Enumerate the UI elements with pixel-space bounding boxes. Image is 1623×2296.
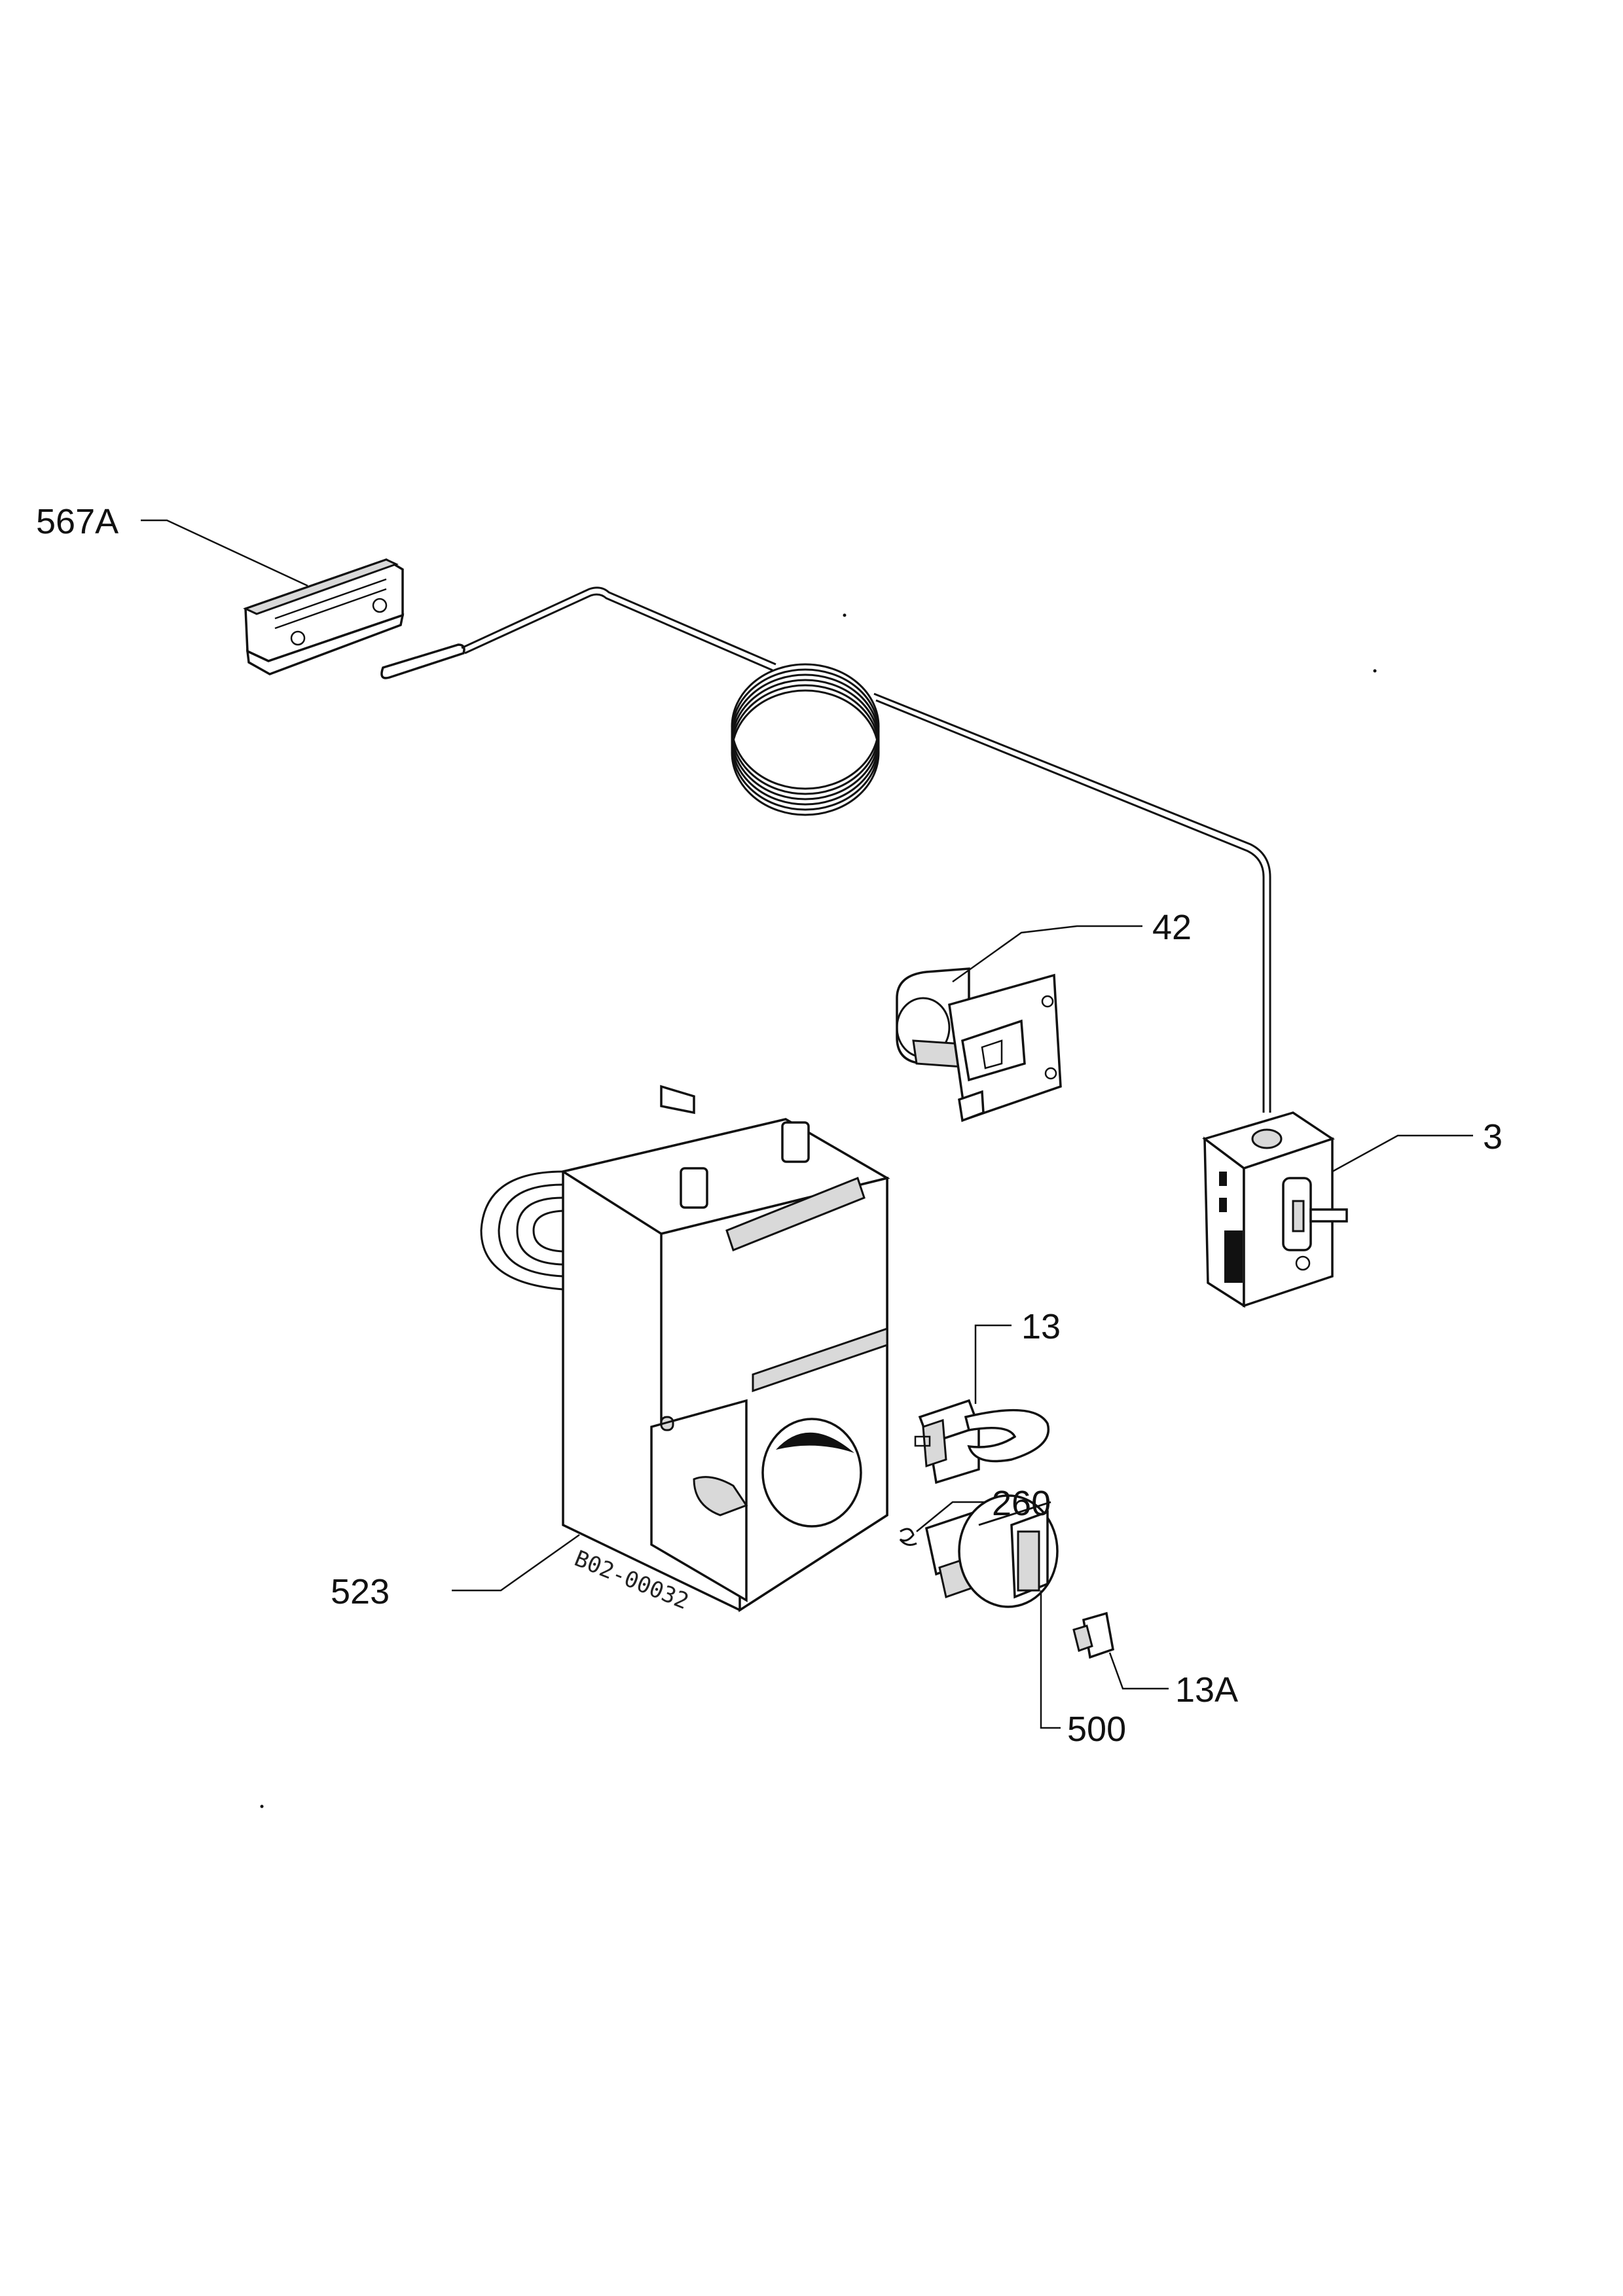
callout-3: 3: [1483, 1117, 1503, 1157]
callout-13: 13: [1021, 1307, 1061, 1346]
callout-500: 500: [1067, 1710, 1126, 1749]
callout-567a: 567A: [36, 502, 119, 541]
leader-260: [916, 1501, 985, 1532]
part-523-housing: B02-00032: [480, 1085, 890, 1615]
part-13a-insert: [1072, 1611, 1114, 1659]
leader-13: [974, 1324, 1012, 1404]
leader-lines: [141, 519, 1473, 1729]
callout-labels: 567A 42 3 13 260 523 13A 500: [36, 502, 1503, 1749]
capillary-tube: [380, 586, 1271, 1113]
capillary-coil: [731, 663, 880, 816]
part-3-thermostat: [1202, 1111, 1348, 1308]
leader-523: [452, 1534, 580, 1592]
part-42-solenoid: [896, 967, 1062, 1122]
scan-specks: [260, 613, 1377, 1808]
part-260-screw: [899, 1528, 917, 1546]
leader-42: [952, 925, 1142, 983]
callout-42: 42: [1152, 908, 1192, 947]
callout-13a: 13A: [1175, 1670, 1238, 1710]
part-567a-bracket: [243, 558, 405, 675]
leader-13a: [1108, 1652, 1169, 1690]
leader-3: [1332, 1134, 1473, 1173]
leader-567a: [141, 519, 308, 587]
leader-500: [1040, 1590, 1061, 1729]
part-500-knob: [924, 1494, 1059, 1608]
callout-523: 523: [331, 1572, 390, 1611]
housing-rear-coil: [480, 1170, 564, 1291]
part-13-switch: [914, 1399, 1049, 1484]
callout-260: 260: [992, 1484, 1051, 1523]
